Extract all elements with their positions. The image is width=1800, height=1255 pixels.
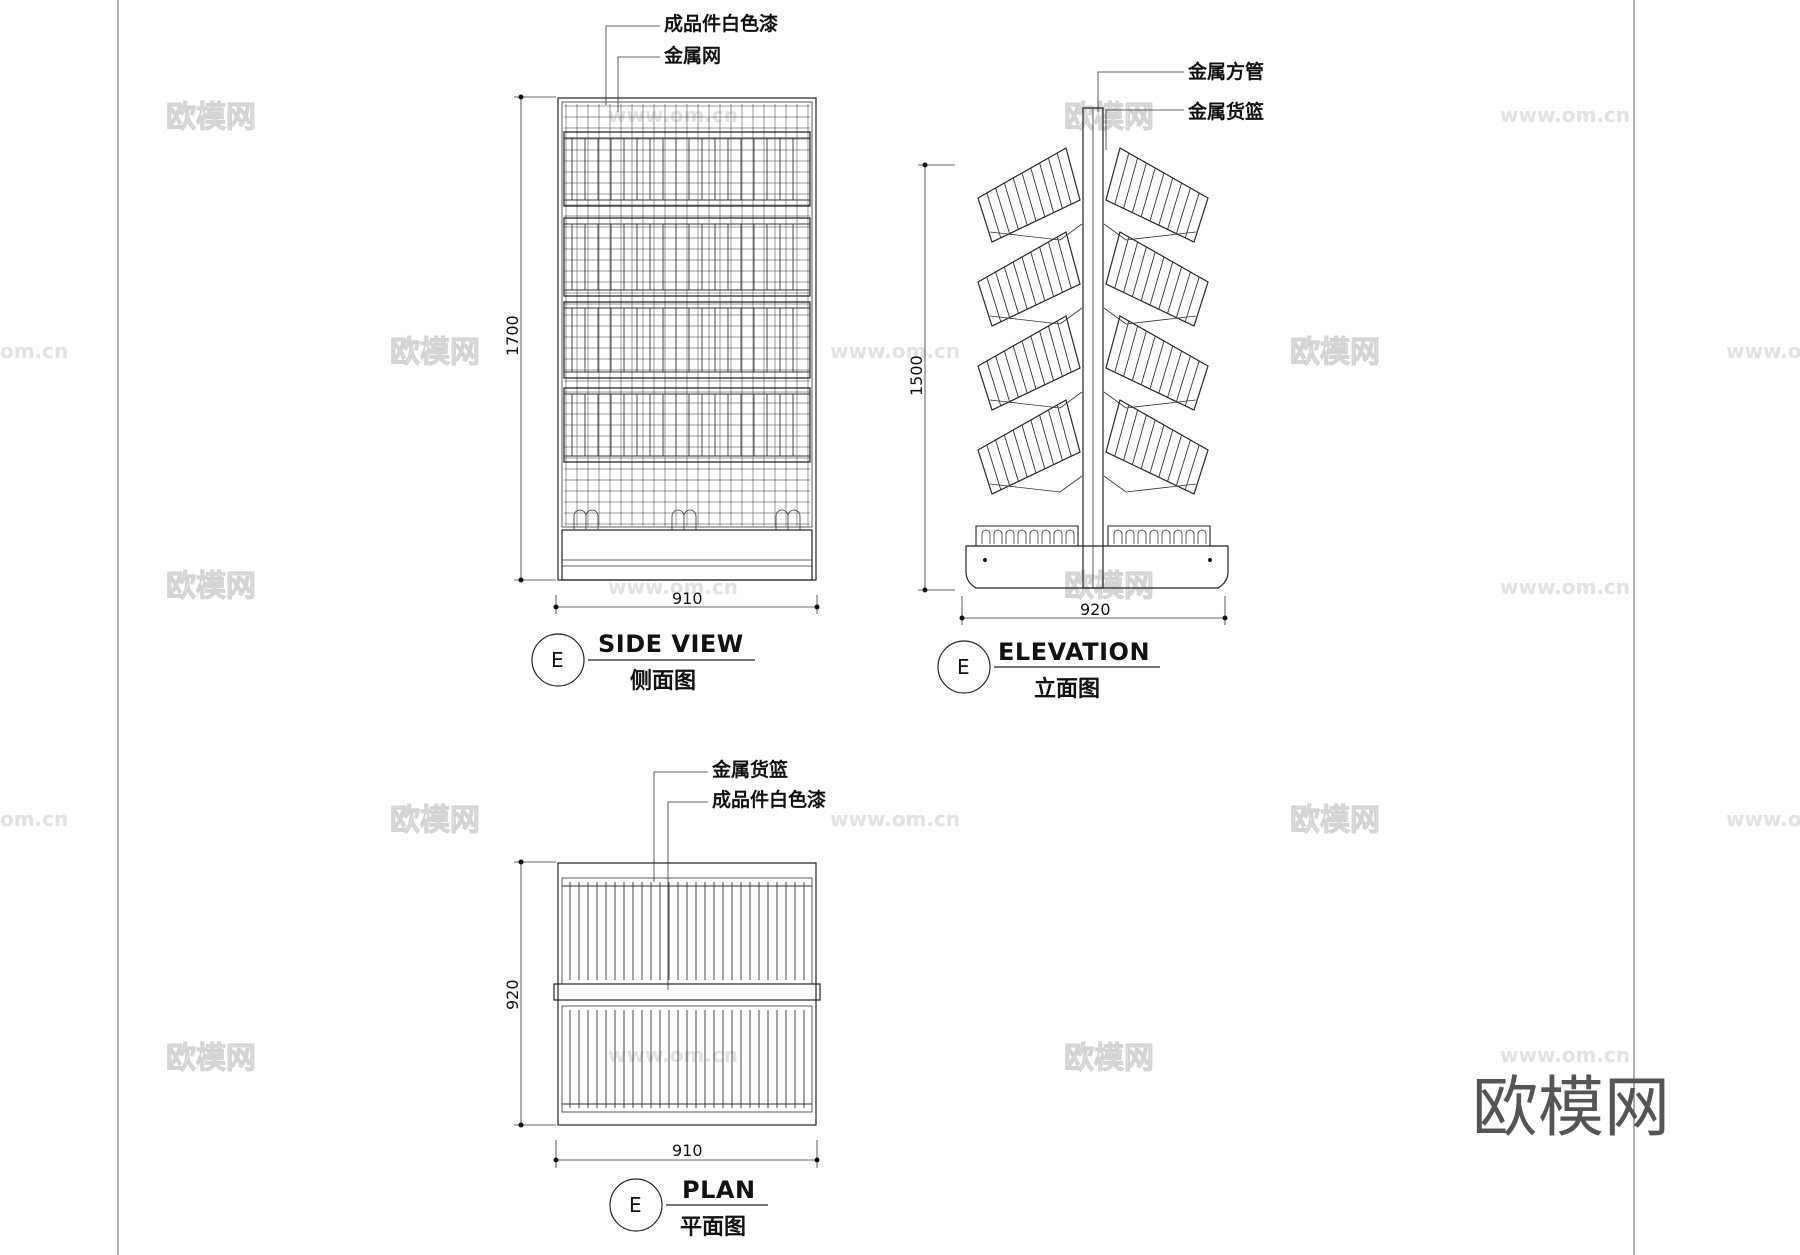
view-marker-letter: E (629, 1193, 642, 1217)
view-title-cn: 平面图 (680, 1215, 746, 1240)
dim-width-value: 910 (672, 589, 703, 608)
elevation-base (965, 545, 1229, 589)
dim-height-value: 1500 (907, 355, 926, 396)
dim-height-value: 1700 (503, 315, 522, 356)
plan-basket-bars (562, 882, 812, 1108)
rack-frame-inner (561, 101, 813, 528)
shelf-baskets (563, 131, 811, 463)
leader-finish (605, 25, 660, 105)
label-mesh: 金属网 (663, 44, 721, 67)
dim-width-value: 910 (672, 1141, 703, 1160)
watermark-brand: 欧模网 (166, 569, 256, 604)
bottom-trays (975, 525, 1211, 547)
watermark-url: www.om.cn (1500, 1043, 1630, 1067)
label-tube: 金属方管 (1187, 60, 1264, 83)
leader-tube (1097, 71, 1184, 112)
view-title-en: SIDE VIEW (598, 630, 744, 658)
watermark-url: www.om.cn (1500, 575, 1630, 599)
watermark-brand: 欧模网 (390, 335, 480, 370)
watermark-url: www.om.cn (608, 1043, 738, 1067)
label-finish: 成品件白色漆 (664, 12, 778, 35)
label-basket: 金属货篮 (711, 758, 788, 781)
watermark-url: www.om.cn (830, 807, 960, 831)
plan-outline (557, 862, 817, 1126)
watermark-brand: 欧模网 (166, 100, 256, 135)
watermark-url: www.om.cn (1500, 103, 1630, 127)
label-basket: 金属货篮 (1187, 100, 1264, 123)
leader-mesh (617, 56, 660, 112)
watermark-brand: 欧模网 (1064, 100, 1154, 135)
dim-height-value: 920 (503, 979, 522, 1010)
view-title-cn: 立面图 (1034, 676, 1100, 702)
rack-base (561, 529, 813, 581)
view-marker-circle (531, 633, 585, 687)
side-view: 成品件白色漆 金属网 1700 910 E SIDE VIE (503, 12, 820, 694)
leader-basket (653, 771, 708, 882)
dim-width-value: 920 (1080, 600, 1111, 619)
view-title-en: PLAN (682, 1176, 756, 1204)
view-marker-circle (609, 1178, 663, 1232)
watermark-brand: 欧模网 (1290, 803, 1380, 838)
wire-mesh (564, 104, 810, 526)
view-marker-circle (937, 640, 991, 694)
watermark-brand: 欧模网 (390, 803, 480, 838)
angled-baskets (977, 147, 1209, 495)
view-title-en: ELEVATION (998, 638, 1150, 666)
watermark-url: www.o (1726, 807, 1800, 831)
leader-basket (1105, 109, 1184, 150)
base-hooks (573, 509, 801, 530)
label-finish: 成品件白色漆 (712, 788, 826, 811)
watermark-layer: 欧模网 欧模网 欧模网 欧模网 欧模网 欧模网 欧模网 欧模网 欧模网 欧模网 … (0, 100, 1800, 1147)
watermark-url: om.cn (0, 339, 68, 363)
view-marker-letter: E (551, 648, 564, 672)
watermark-url: om.cn (0, 807, 68, 831)
plan-center-rail (553, 983, 821, 1001)
watermark-url: www.om.cn (830, 339, 960, 363)
watermark-brand: 欧模网 (1064, 569, 1154, 604)
leader-finish (667, 801, 708, 990)
watermark-brand-large: 欧模网 (1472, 1069, 1670, 1146)
watermark-url: www.om.cn (608, 575, 738, 599)
watermark-brand: 欧模网 (1064, 1041, 1154, 1076)
view-title-cn: 侧面图 (630, 669, 696, 694)
watermark-brand: 欧模网 (1290, 335, 1380, 370)
plan-basket-bottom (561, 1005, 813, 1113)
watermark-url: www.o (1726, 339, 1800, 363)
elevation-view: 金属方管 金属货篮 1500 920 E ELEVATION 立面图 (907, 60, 1264, 702)
view-marker-letter: E (957, 655, 970, 679)
plan-view: 金属货篮 成品件白色漆 920 910 E PLAN 平面图 (503, 758, 826, 1240)
watermark-url: www.om.cn (608, 103, 738, 127)
watermark-brand: 欧模网 (166, 1041, 256, 1076)
